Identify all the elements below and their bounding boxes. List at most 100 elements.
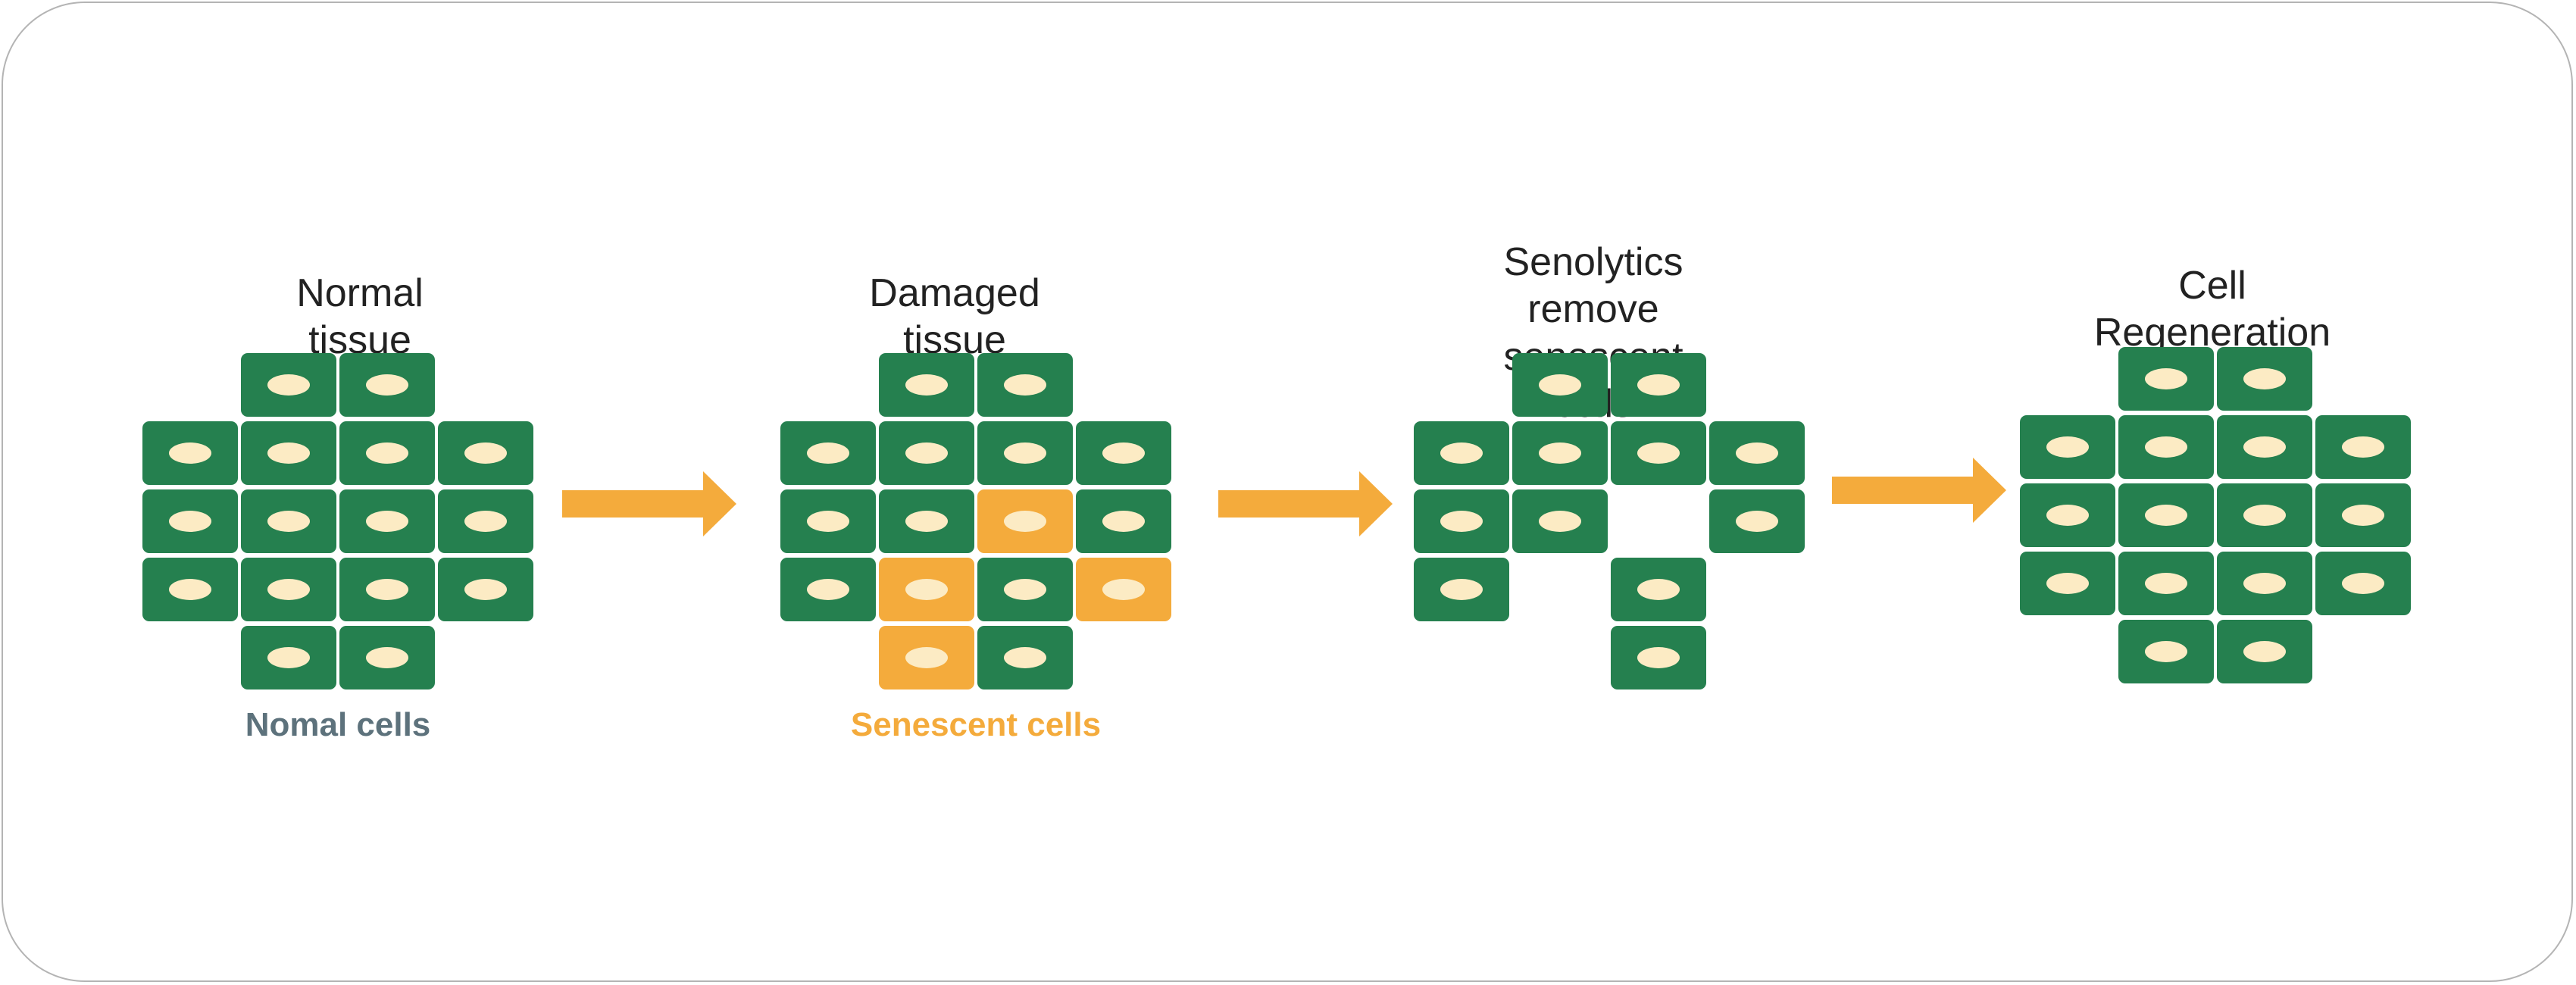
normal-cell [438,421,533,485]
senescent-cell [1076,558,1171,621]
normal-cell [2118,415,2214,479]
arrow-icon [562,471,736,536]
cell-nucleus [2342,436,2384,458]
cell-nucleus [2342,505,2384,526]
cell-nucleus [1004,647,1046,668]
cell-nucleus [2145,573,2187,594]
cell-nucleus [905,442,948,464]
cell-nucleus [2145,368,2187,389]
normal-cell [977,421,1073,485]
normal-cell [438,489,533,553]
cell-nucleus [366,579,408,600]
normal-cell [142,421,238,485]
cell-nucleus [267,647,310,668]
normal-cell [2315,483,2411,547]
cell-nucleus [2243,573,2286,594]
normal-cell [2315,415,2411,479]
cell-nucleus [1637,647,1680,668]
cell-nucleus [267,511,310,532]
normal-cell [2118,552,2214,615]
normal-cell [2118,347,2214,411]
senescent-cell [879,626,974,690]
normal-cell [780,489,876,553]
cell-nucleus [1539,374,1581,396]
normal-cell [2217,347,2312,411]
cell-nucleus [905,511,948,532]
cell-nucleus [169,511,211,532]
cell-nucleus [807,442,849,464]
normal-cell [2315,552,2411,615]
normal-cell [977,626,1073,690]
normal-cell [1611,421,1706,485]
cell-nucleus [905,374,948,396]
normal-cell [1512,489,1608,553]
cell-nucleus [1637,579,1680,600]
cell-nucleus [1004,579,1046,600]
normal-cell [2020,552,2115,615]
senescent-cell [977,489,1073,553]
cell-nucleus [464,579,507,600]
cell-nucleus [2046,573,2089,594]
cell-nucleus [2243,641,2286,662]
cell-nucleus [1004,442,1046,464]
normal-cell [2217,620,2312,683]
cell-nucleus [2046,436,2089,458]
panel-title: Normal tissue [296,271,424,363]
cell-nucleus [2243,505,2286,526]
normal-cell [2020,483,2115,547]
cell-nucleus [267,442,310,464]
cell-nucleus [366,374,408,396]
cell-nucleus [366,442,408,464]
cell-nucleus [169,579,211,600]
cell-nucleus [1539,442,1581,464]
normal-cell [879,353,974,417]
arrow-icon [1218,471,1393,536]
normal-cell [2217,483,2312,547]
cell-nucleus [2243,368,2286,389]
cell-nucleus [366,647,408,668]
cell-nucleus [267,374,310,396]
cell-nucleus [464,442,507,464]
normal-cell [879,421,974,485]
normal-cell [1414,558,1509,621]
cell-nucleus [905,647,948,668]
normal-cell [339,626,435,690]
normal-cell [241,421,336,485]
normal-cell [339,353,435,417]
normal-cell [241,558,336,621]
cell-nucleus [1637,374,1680,396]
normal-cell [1709,421,1805,485]
panel-caption: Nomal cells [245,706,431,743]
normal-cell [241,626,336,690]
cell-nucleus [1102,511,1145,532]
cell-nucleus [2145,505,2187,526]
normal-cell [2217,415,2312,479]
normal-cell [339,558,435,621]
cell-nucleus [169,442,211,464]
normal-cell [1414,421,1509,485]
panel-title: Damaged tissue [869,271,1040,363]
normal-cell [977,558,1073,621]
normal-cell [1611,558,1706,621]
normal-cell [780,421,876,485]
arrow-icon [1832,458,2006,523]
normal-cell [1076,421,1171,485]
normal-cell [1709,489,1805,553]
senescent-cell [879,558,974,621]
normal-cell [241,489,336,553]
cell-nucleus [464,511,507,532]
normal-cell [1512,353,1608,417]
normal-cell [142,558,238,621]
cell-nucleus [2046,505,2089,526]
cell-nucleus [1440,511,1483,532]
cell-nucleus [807,511,849,532]
cell-nucleus [267,579,310,600]
normal-cell [438,558,533,621]
normal-cell [1512,421,1608,485]
cell-nucleus [807,579,849,600]
normal-cell [879,489,974,553]
normal-cell [1076,489,1171,553]
cell-nucleus [1637,442,1680,464]
normal-cell [339,489,435,553]
cell-nucleus [1004,374,1046,396]
